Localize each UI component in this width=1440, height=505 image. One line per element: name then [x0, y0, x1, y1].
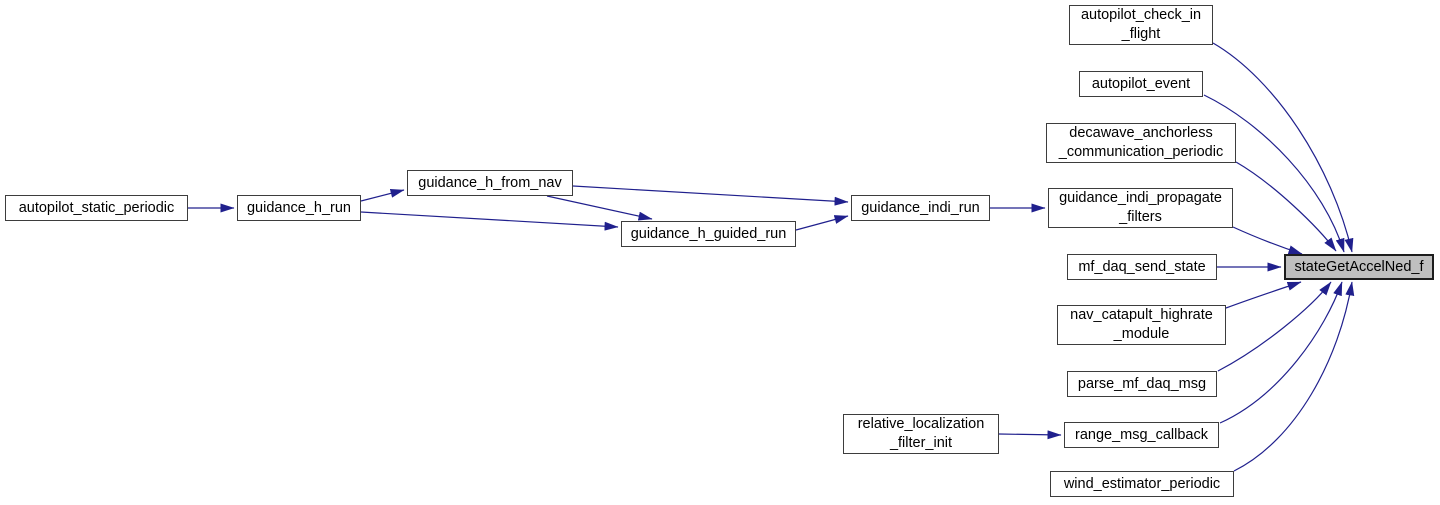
node-guidance_h_run[interactable]: guidance_h_run: [237, 195, 361, 221]
node-guidance_indi_run[interactable]: guidance_indi_run: [851, 195, 990, 221]
edge-guidance_h_run-to-guidance_h_from_nav: [360, 188, 405, 202]
node-autopilot_static_periodic[interactable]: autopilot_static_periodic: [5, 195, 188, 221]
edge-guidance_h_from_nav-to-guidance_indi_run: [572, 185, 849, 206]
edge-relative_localization_filter_init-to-range_msg_callback: [998, 430, 1062, 440]
edge-nav_catapult_highrate_module-to-stateGetAccelNed_f: [1225, 281, 1302, 309]
edge-guidance_h_guided_run-to-guidance_indi_run: [795, 215, 849, 231]
node-range_msg_callback[interactable]: range_msg_callback: [1064, 422, 1219, 448]
node-autopilot_check_in_flight[interactable]: autopilot_check_in _flight: [1069, 5, 1213, 45]
edge-guidance_h_run-to-guidance_h_guided_run: [360, 211, 619, 231]
node-nav_catapult_highrate_module[interactable]: nav_catapult_highrate _module: [1057, 305, 1226, 345]
node-guidance_h_guided_run[interactable]: guidance_h_guided_run: [621, 221, 796, 247]
node-guidance_h_from_nav[interactable]: guidance_h_from_nav: [407, 170, 573, 196]
edge-wind_estimator_periodic-to-stateGetAccelNed_f: [1233, 281, 1355, 472]
edge-guidance_indi_propagate_filters-to-stateGetAccelNed_f: [1232, 226, 1303, 255]
node-autopilot_event[interactable]: autopilot_event: [1079, 71, 1203, 97]
edge-guidance_h_from_nav-to-guidance_h_guided_run: [546, 195, 653, 221]
node-stateGetAccelNed_f: stateGetAccelNed_f: [1284, 254, 1434, 280]
node-relative_localization_filter_init[interactable]: relative_localization _filter_init: [843, 414, 999, 454]
node-decawave_anchorless_communication_periodic[interactable]: decawave_anchorless _communication_perio…: [1046, 123, 1236, 163]
edge-range_msg_callback-to-stateGetAccelNed_f: [1219, 281, 1343, 424]
node-wind_estimator_periodic[interactable]: wind_estimator_periodic: [1050, 471, 1234, 497]
node-mf_daq_send_state[interactable]: mf_daq_send_state: [1067, 254, 1217, 280]
node-guidance_indi_propagate_filters[interactable]: guidance_indi_propagate _filters: [1048, 188, 1233, 228]
edge-autopilot_check_in_flight-to-stateGetAccelNed_f: [1212, 42, 1354, 253]
node-parse_mf_daq_msg[interactable]: parse_mf_daq_msg: [1067, 371, 1217, 397]
edge-parse_mf_daq_msg-to-stateGetAccelNed_f: [1217, 281, 1332, 372]
edge-decawave_anchorless_communication_periodic-to-stateGetAccelNed_f: [1235, 161, 1337, 252]
edge-autopilot_event-to-stateGetAccelNed_f: [1203, 94, 1345, 253]
